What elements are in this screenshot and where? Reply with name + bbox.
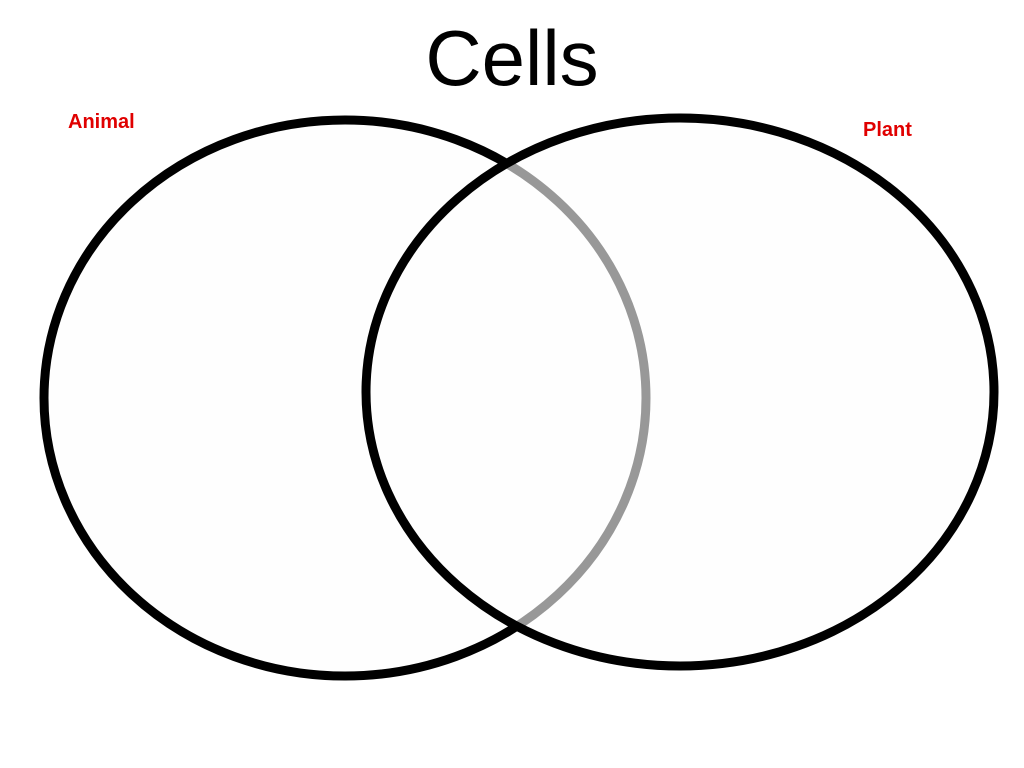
venn-circle-right bbox=[361, 113, 999, 671]
venn-label-plant: Plant bbox=[863, 119, 912, 141]
slide-title: Cells bbox=[425, 14, 599, 102]
venn-label-animal: Animal bbox=[68, 111, 135, 133]
